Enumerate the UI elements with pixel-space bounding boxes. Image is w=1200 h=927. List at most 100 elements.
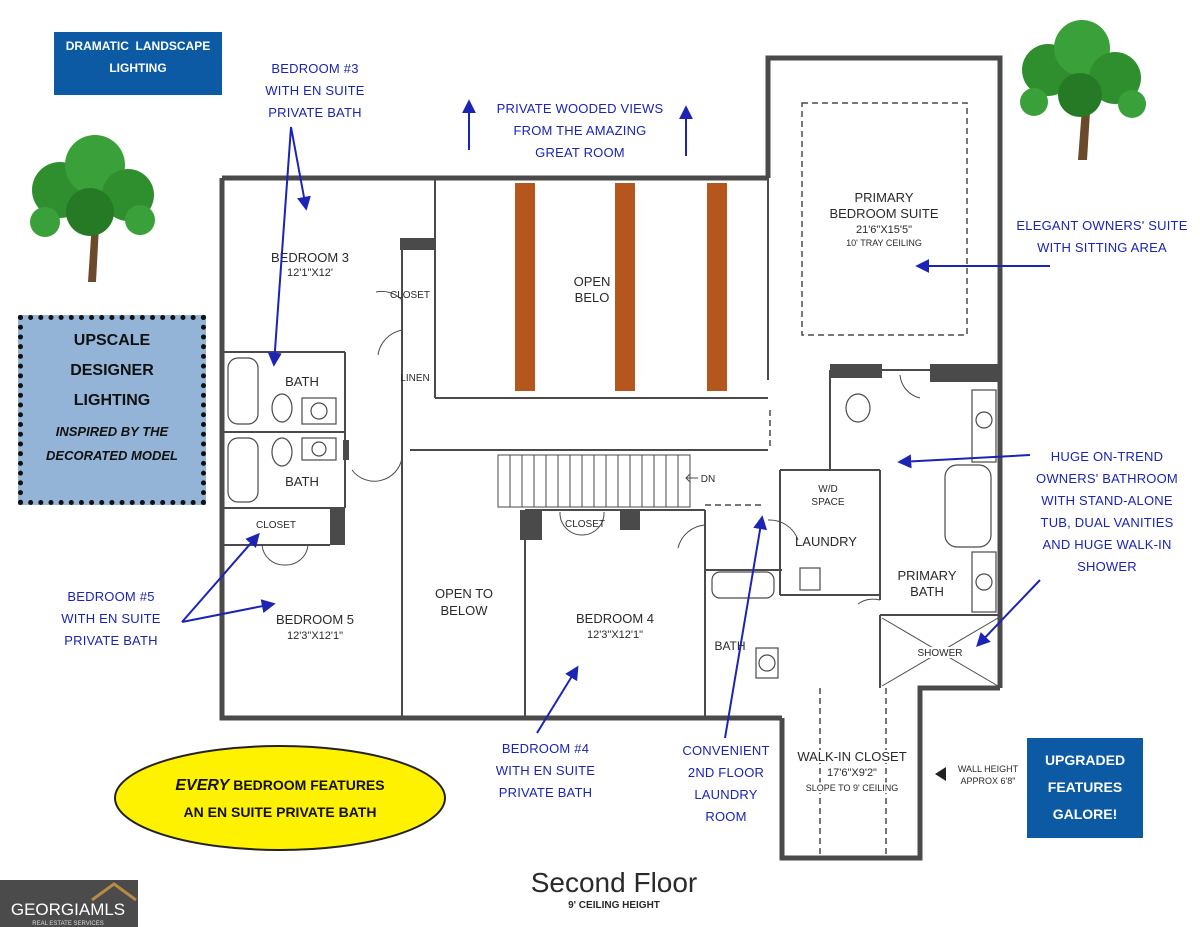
owners-bath-line: SHOWER: [1077, 559, 1137, 574]
landscape-lighting-box: DRAMATIC LANDSCAPE LIGHTING: [54, 32, 222, 95]
laundry-callout-line: CONVENIENT: [682, 743, 770, 758]
walkin-size: 17'6"X9'2": [827, 767, 877, 779]
bedroom3-callout: BEDROOM #3 WITH EN SUITE PRIVATE BATH: [240, 58, 390, 124]
door-swings: [261, 290, 921, 605]
owners-bath-callout: HUGE ON-TREND OWNERS' BATHROOM WITH STAN…: [1022, 446, 1192, 578]
bedroom3-callout-line: WITH EN SUITE: [265, 83, 365, 98]
linen-label: LINEN: [400, 373, 429, 384]
laundry-callout-line: 2ND FLOOR: [687, 765, 765, 780]
stairs-icon: [497, 454, 698, 508]
open-below-mid-2: BELOW: [441, 603, 489, 618]
owners-suite-line: WITH SITTING AREA: [1037, 240, 1167, 255]
logo-text: GEORGIAMLS: [11, 900, 125, 919]
primary-suite-note: 10' TRAY CEILING: [846, 238, 922, 248]
bedroom5-name: BEDROOM 5: [276, 612, 354, 627]
laundry-callout-line: LAUNDRY: [694, 787, 758, 802]
designer-lighting-sub-line: DECORATED MODEL: [46, 448, 178, 463]
upgraded-features-box: UPGRADED FEATURES GALORE!: [1027, 738, 1143, 838]
designer-lighting-sub-line: INSPIRED BY THE: [55, 424, 169, 439]
georgiamls-logo: GEORGIAMLS REAL ESTATE SERVICES: [0, 880, 138, 927]
bedroom5-callout-line: BEDROOM #5: [67, 589, 155, 604]
designer-lighting-line: LIGHTING: [73, 392, 151, 409]
open-below-top-1: OPEN: [574, 274, 611, 289]
wooded-views-line: FROM THE AMAZING: [513, 123, 647, 138]
wall-blocks: [330, 238, 1000, 545]
wall-height-1: WALL HEIGHT: [958, 764, 1019, 774]
owners-bath-line: HUGE ON-TREND: [1050, 449, 1164, 464]
bath-lower-label: BATH: [285, 474, 319, 489]
dn-label: DN: [701, 474, 715, 485]
designer-lighting-box: UPSCALE DESIGNER LIGHTING INSPIRED BY TH…: [18, 315, 206, 505]
upgraded-line: GALORE!: [1052, 806, 1118, 822]
interior-walls: [222, 178, 1000, 718]
bedroom5-size: 12'3"X12'1": [287, 630, 343, 642]
floor-title: Second Floor: [531, 867, 698, 898]
wooded-views-line: PRIVATE WOODED VIEWS: [496, 101, 664, 116]
upgraded-line: UPGRADED: [1044, 752, 1126, 768]
closet-b5-label: CLOSET: [256, 520, 296, 531]
wall-height-2: APPROX 6'8": [961, 776, 1016, 786]
primary-suite-size: 21'6"X15'5": [856, 224, 912, 236]
bedroom5-callout-line: WITH EN SUITE: [61, 611, 161, 626]
walkin-note: SLOPE TO 9' CEILING: [806, 783, 898, 793]
dashed-lines: [401, 102, 968, 858]
laundry-callout-line: ROOM: [705, 809, 747, 824]
shower-label: SHOWER: [918, 648, 963, 659]
bath-b4-label: BATH: [714, 639, 745, 653]
closet-b3-label: CLOSET: [390, 290, 430, 301]
laundry-label: LAUNDRY: [795, 534, 857, 549]
bedroom4-size: 12'3"X12'1": [587, 629, 643, 641]
every-bedroom-text: EVERY BEDROOM FEATURES AN EN SUITE PRIVA…: [130, 772, 430, 825]
landscape-lighting-line2: LIGHTING: [109, 61, 167, 75]
designer-lighting-line: UPSCALE: [73, 332, 151, 349]
callout-arrows: [181, 99, 1050, 739]
primary-bath-1: PRIMARY: [898, 568, 957, 583]
wooded-views-callout: PRIVATE WOODED VIEWS FROM THE AMAZING GR…: [490, 98, 670, 164]
bedroom4-callout-line: PRIVATE BATH: [498, 785, 593, 800]
tub-icon: [227, 357, 992, 599]
bedroom4-callout: BEDROOM #4 WITH EN SUITE PRIVATE BATH: [478, 738, 613, 804]
sink-icon: [301, 389, 997, 679]
wd-space-2: SPACE: [811, 497, 844, 508]
bedroom4-callout-line: WITH EN SUITE: [495, 763, 596, 778]
roof-logo-icon: [91, 882, 137, 902]
closet-b4-label: CLOSET: [565, 519, 605, 530]
tree-icon: [30, 135, 155, 282]
tree-icon: [1020, 20, 1146, 160]
bedroom5-callout: BEDROOM #5 WITH EN SUITE PRIVATE BATH: [46, 586, 176, 652]
owners-bath-line: AND HUGE WALK-IN: [1042, 537, 1172, 552]
primary-bath-2: BATH: [910, 584, 944, 599]
upgraded-line: FEATURES: [1047, 779, 1123, 795]
bedroom4-callout-line: BEDROOM #4: [501, 741, 590, 756]
laundry-callout: CONVENIENT 2ND FLOOR LAUNDRY ROOM: [670, 740, 782, 828]
designer-lighting-line: DESIGNER: [70, 362, 154, 379]
owners-bath-line: TUB, DUAL VANITIES: [1040, 515, 1174, 530]
walkin-name: WALK-IN CLOSET: [797, 749, 906, 764]
floor-subtitle: 9' CEILING HEIGHT: [568, 900, 660, 911]
bath-upper-label: BATH: [285, 374, 319, 389]
shower-area: [881, 617, 999, 687]
owners-suite-line: ELEGANT OWNERS' SUITE: [1016, 218, 1188, 233]
primary-suite-name-1: PRIMARY: [855, 190, 914, 205]
owners-bath-line: WITH STAND-ALONE: [1041, 493, 1173, 508]
primary-suite-name-2: BEDROOM SUITE: [829, 206, 938, 221]
every-bedroom-oval: [114, 745, 446, 851]
open-below-mid-1: OPEN TO: [435, 586, 493, 601]
bedroom4-name: BEDROOM 4: [576, 611, 654, 626]
toilet-icon: [271, 393, 871, 591]
bedroom5-callout-line: PRIVATE BATH: [64, 633, 158, 648]
every-emphasis: EVERY: [175, 777, 230, 794]
bedroom3-callout-line: BEDROOM #3: [271, 61, 359, 76]
triangle-pointer-icon: [935, 767, 946, 781]
owners-suite-callout: ELEGANT OWNERS' SUITE WITH SITTING AREA: [1012, 215, 1192, 259]
beams: [515, 183, 727, 391]
every-line2: AN EN SUITE PRIVATE BATH: [183, 804, 377, 820]
bedroom3-name: BEDROOM 3: [271, 250, 349, 265]
bedroom3-callout-line: PRIVATE BATH: [268, 105, 362, 120]
wooded-views-line: GREAT ROOM: [535, 145, 625, 160]
every-rest: BEDROOM FEATURES: [233, 777, 385, 793]
wd-space-1: W/D: [818, 484, 837, 495]
owners-bath-line: OWNERS' BATHROOM: [1036, 471, 1178, 486]
landscape-lighting-line1: DRAMATIC LANDSCAPE: [65, 39, 211, 53]
